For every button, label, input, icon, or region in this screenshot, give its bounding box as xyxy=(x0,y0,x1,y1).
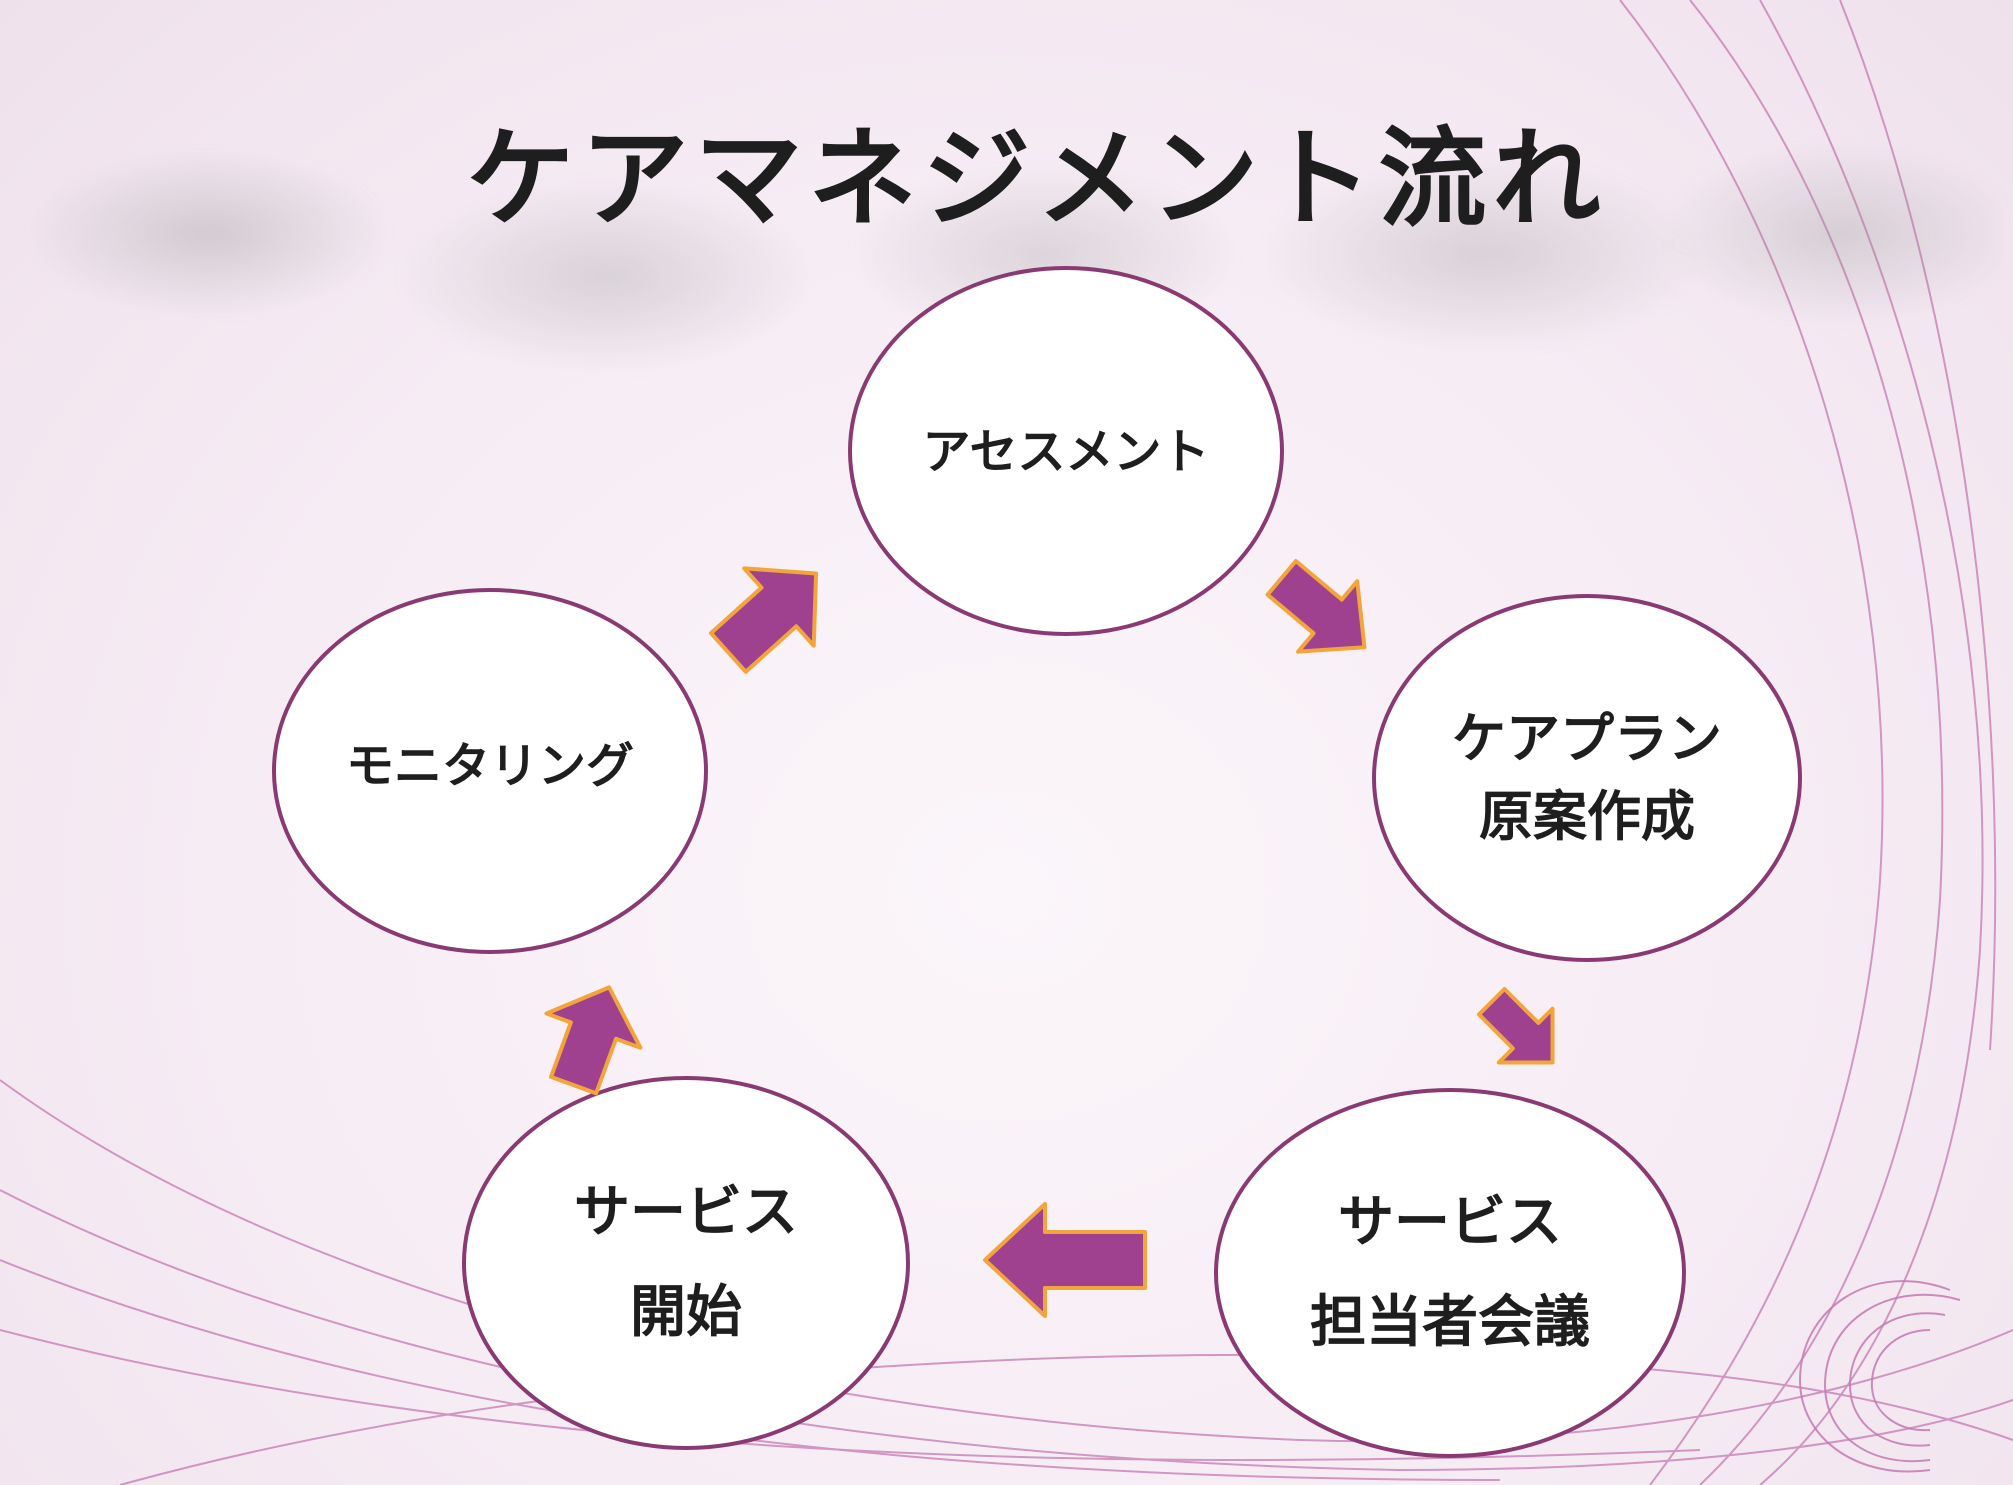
node-meeting-label-line2: 担当者会議 xyxy=(1310,1290,1590,1355)
arrow-monitoring-to-assessment xyxy=(708,566,819,674)
node-care-plan-draft: ケアプラン 原案作成 xyxy=(1372,594,1802,962)
node-assessment-label: アセスメント xyxy=(922,424,1210,480)
page-title: ケアマネジメント流れ xyxy=(466,117,1607,242)
arrow-assessment-to-plan xyxy=(1265,559,1367,654)
node-monitoring: モニタリング xyxy=(272,588,708,954)
node-start-label-line1: サービス xyxy=(574,1180,798,1245)
node-monitoring-label: モニタリング xyxy=(345,738,634,794)
node-service-staff-meeting: サービス 担当者会議 xyxy=(1214,1088,1686,1458)
arrow-plan-to-meeting xyxy=(1476,986,1555,1065)
arrow-meeting-to-start xyxy=(983,1202,1147,1318)
node-start-label-line2: 開始 xyxy=(630,1280,742,1345)
node-assessment: アセスメント xyxy=(848,266,1284,636)
arrow-start-to-monitoring xyxy=(544,985,643,1096)
node-meeting-label-line1: サービス xyxy=(1338,1190,1562,1255)
node-care-plan-label-line1: ケアプラン xyxy=(1452,707,1722,770)
node-service-start: サービス 開始 xyxy=(462,1076,910,1450)
node-care-plan-label-line2: 原案作成 xyxy=(1479,785,1695,848)
